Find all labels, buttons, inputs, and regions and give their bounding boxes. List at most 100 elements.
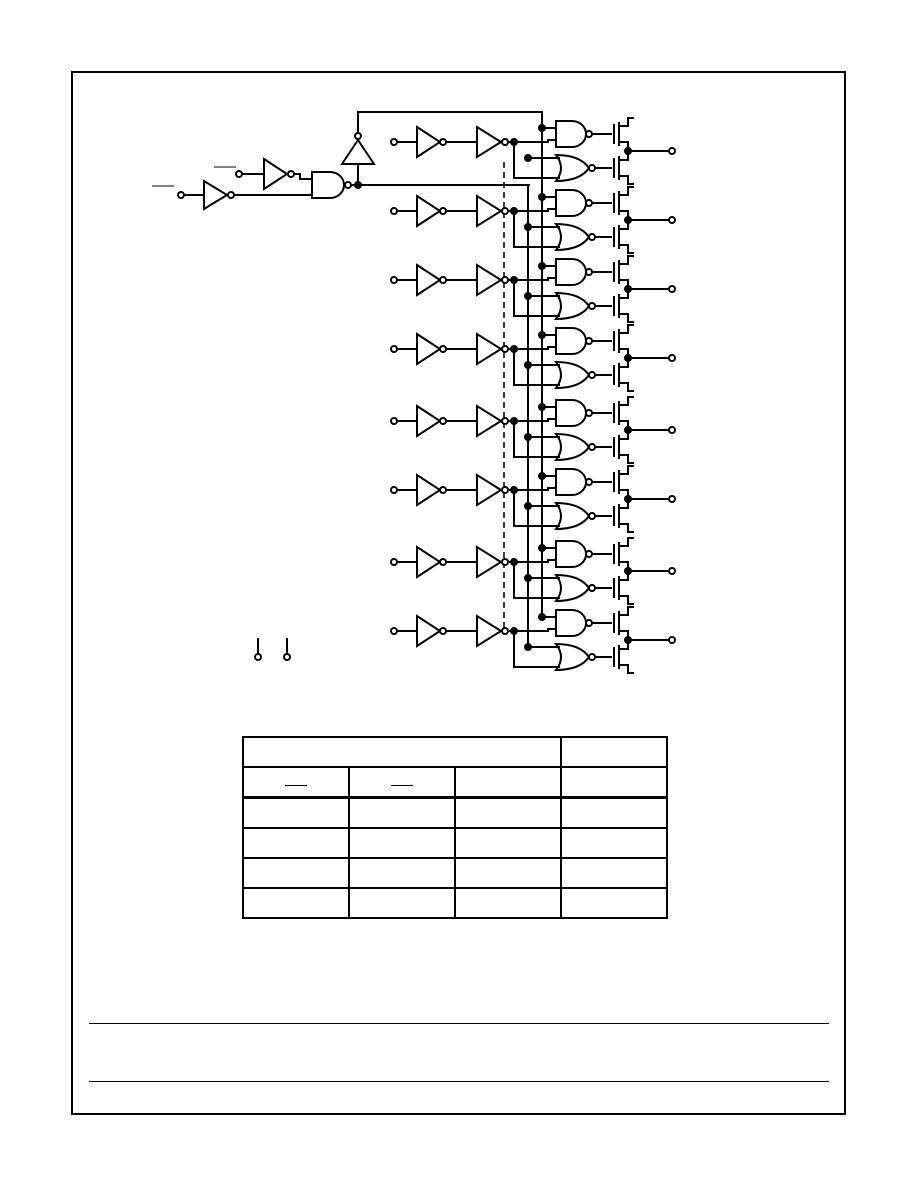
or-gate-icon	[553, 642, 591, 672]
output-pin[interactable]	[668, 567, 676, 575]
inversion-bubble	[501, 558, 509, 566]
or-gate-icon	[553, 222, 591, 252]
wire	[514, 418, 556, 422]
output-pin[interactable]	[668, 216, 676, 224]
data-input-pin[interactable]	[390, 558, 398, 566]
inversion-bubble	[588, 653, 596, 661]
inversion-bubble	[588, 302, 596, 310]
page-frame	[71, 71, 846, 1115]
inversion-bubble	[588, 164, 596, 172]
junction-dot	[538, 613, 546, 621]
table-cell	[454, 887, 562, 919]
table-subheader-cell	[454, 766, 562, 799]
footer-rule-top	[89, 1023, 829, 1024]
data-input-pin[interactable]	[390, 276, 398, 284]
wire	[619, 454, 634, 464]
supply-pin[interactable]	[254, 653, 262, 661]
junction-dot	[524, 643, 532, 651]
table-cell	[348, 887, 456, 919]
or-gate-icon	[553, 153, 591, 183]
wire	[514, 139, 556, 143]
junction-dot	[538, 193, 546, 201]
and-gate-icon	[311, 171, 345, 199]
or-gate-icon	[553, 501, 591, 531]
wire	[619, 255, 634, 265]
footer-rule-bottom	[89, 1081, 829, 1082]
and-gate-icon	[555, 258, 587, 286]
wire	[619, 523, 634, 533]
wire	[513, 421, 560, 458]
data-input-pin[interactable]	[390, 207, 398, 215]
wire	[619, 396, 634, 406]
inversion-bubble	[585, 409, 593, 417]
or-gate-icon	[553, 291, 591, 321]
wire	[514, 346, 556, 350]
inversion-bubble	[439, 276, 447, 284]
output-pin[interactable]	[668, 495, 676, 503]
wire	[619, 382, 634, 392]
and-gate-icon	[555, 327, 587, 355]
table-row	[242, 827, 668, 859]
output-pin[interactable]	[668, 285, 676, 293]
inversion-bubble	[585, 550, 593, 558]
inversion-bubble	[501, 345, 509, 353]
buffer-icon	[476, 332, 503, 366]
wire	[619, 186, 634, 196]
output-pin[interactable]	[668, 636, 676, 644]
table-cell	[242, 796, 350, 829]
table-header-outputs	[560, 736, 668, 768]
inversion-bubble	[501, 417, 509, 425]
and-gate-icon	[555, 609, 587, 637]
data-input-pin[interactable]	[390, 417, 398, 425]
control-pin-2[interactable]	[235, 170, 243, 178]
and-gate-icon	[555, 399, 587, 427]
output-pin[interactable]	[668, 354, 676, 362]
buffer-icon	[416, 263, 442, 297]
inversion-bubble	[501, 276, 509, 284]
junction-dot	[524, 223, 532, 231]
output-pin[interactable]	[668, 426, 676, 434]
inversion-bubble	[588, 233, 596, 241]
output-pin[interactable]	[668, 147, 676, 155]
junction-dot	[524, 292, 532, 300]
inversion-bubble	[585, 337, 593, 345]
junction-dot	[524, 361, 532, 369]
buffer-icon	[476, 263, 503, 297]
and-gate-icon	[555, 540, 587, 568]
wire	[514, 277, 556, 281]
table-subheader-cell	[560, 766, 668, 799]
data-input-pin[interactable]	[390, 486, 398, 494]
buffer-icon	[416, 125, 442, 159]
data-input-pin[interactable]	[390, 345, 398, 353]
table-header-inputs	[242, 736, 562, 768]
junction-dot	[538, 262, 546, 270]
inversion-bubble	[585, 130, 593, 138]
junction-dot	[524, 574, 532, 582]
inversion-bubble	[439, 345, 447, 353]
or-gate-icon	[553, 360, 591, 390]
table-header-row	[242, 736, 668, 768]
wire	[513, 349, 560, 386]
buffer-icon	[476, 545, 503, 579]
control-pin-1[interactable]	[177, 191, 185, 199]
table-cell	[560, 796, 668, 829]
table-cell	[242, 887, 350, 919]
inversion-bubble	[501, 207, 509, 215]
wire	[513, 142, 560, 179]
junction-dot	[524, 433, 532, 441]
wire	[619, 664, 634, 674]
inversion-bubble	[439, 417, 447, 425]
buffer-icon	[416, 614, 442, 648]
junction-dot	[524, 154, 532, 162]
overbar-mark	[391, 785, 413, 786]
inversion-bubble	[439, 486, 447, 494]
data-input-pin[interactable]	[390, 627, 398, 635]
wire	[513, 490, 560, 527]
table-cell	[454, 796, 562, 829]
inversion-bubble	[439, 138, 447, 146]
table-subheader-cell	[242, 766, 350, 799]
supply-pin[interactable]	[283, 653, 291, 661]
wire	[619, 244, 634, 254]
truth-table	[242, 736, 668, 919]
data-input-pin[interactable]	[390, 138, 398, 146]
